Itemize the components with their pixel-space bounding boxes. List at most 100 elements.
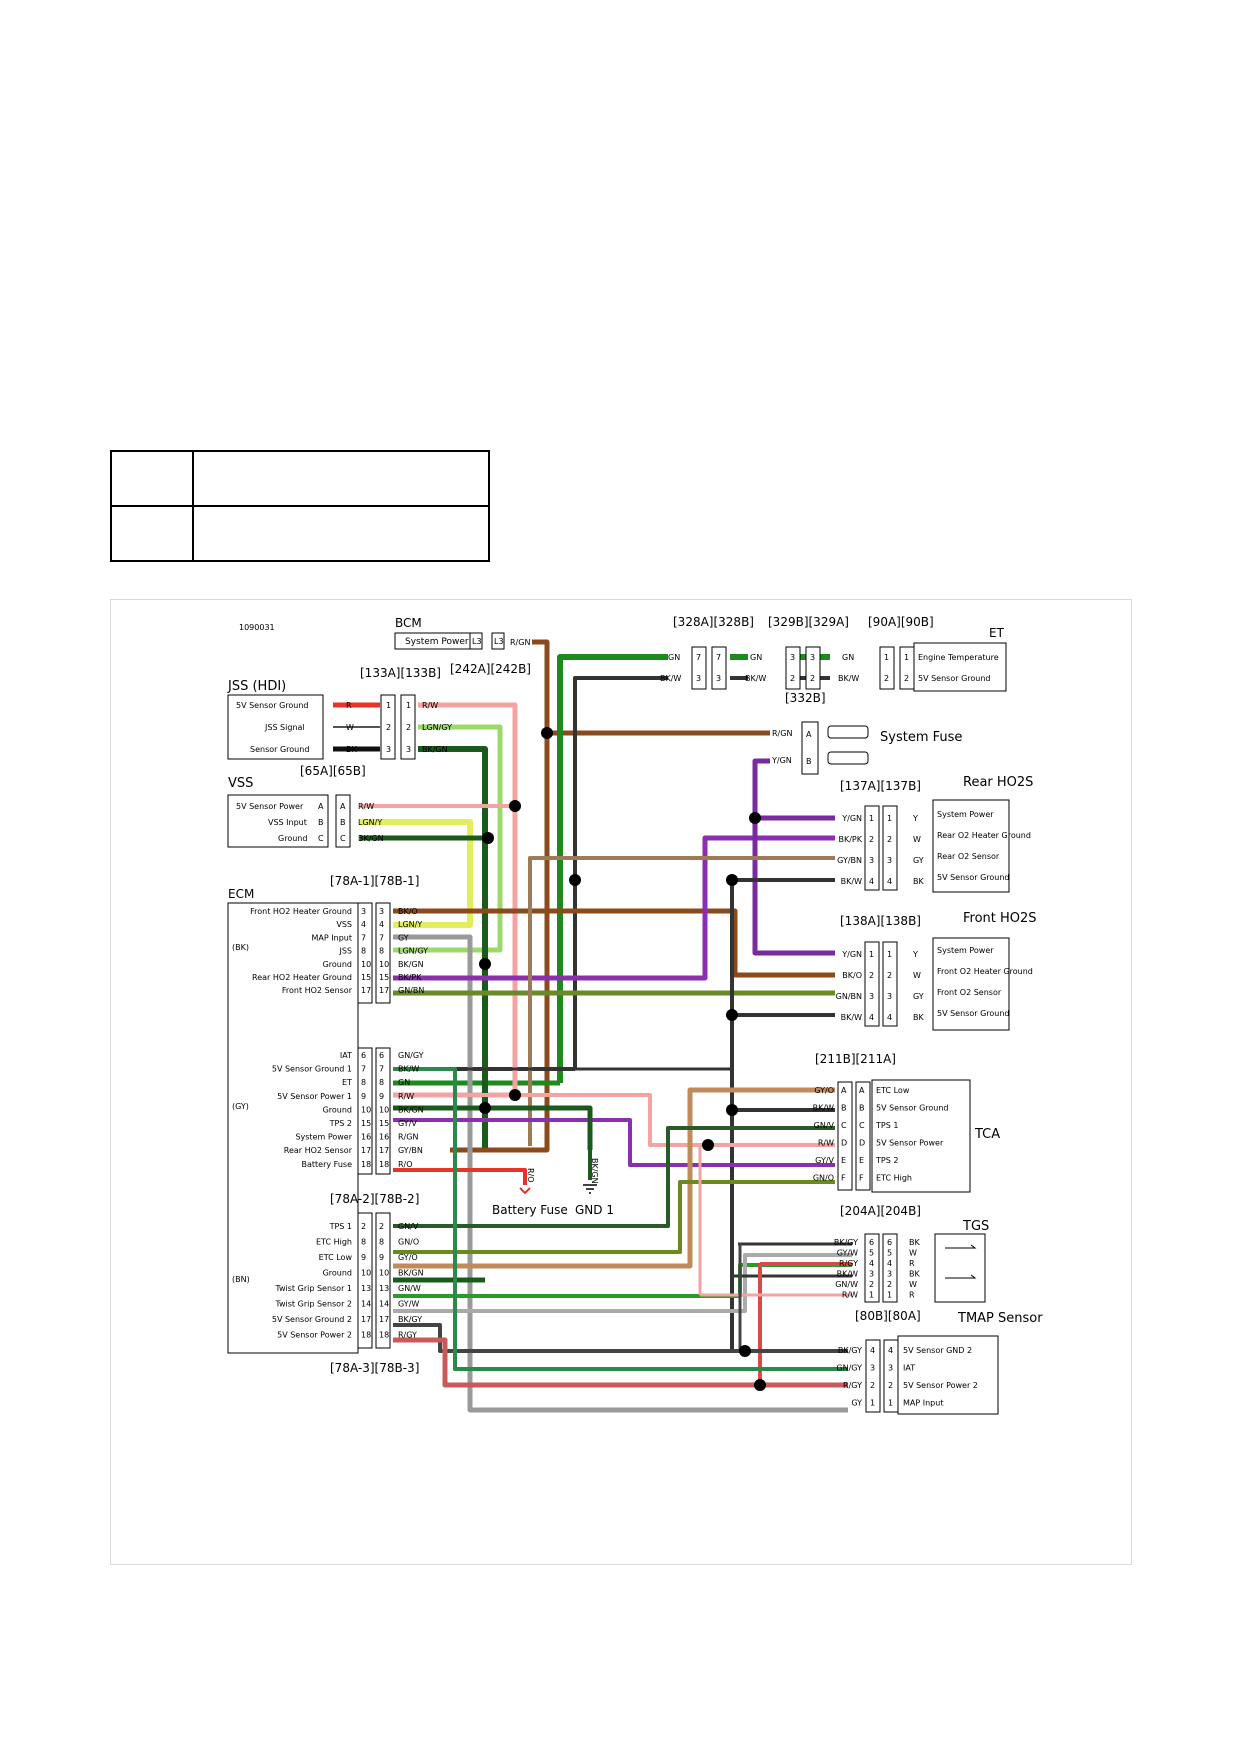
jss-wire: W	[346, 723, 354, 732]
tca-title: TCA	[974, 1127, 1000, 1142]
jss-pin-label: 5V Sensor Ground	[236, 701, 309, 710]
et-pin-label: Engine Temperature	[918, 653, 999, 662]
pin-block	[882, 1233, 898, 1303]
pin-number: 3	[887, 992, 892, 1001]
pin-3: 3	[810, 653, 815, 662]
ho2s-out-wire: W	[913, 835, 921, 844]
pin-number: 1	[887, 814, 892, 823]
splice-dot	[726, 1009, 738, 1021]
vss-pin-label: VSS Input	[268, 818, 307, 827]
ecm-pin-label: 5V Sensor Ground 2	[272, 1315, 352, 1324]
pin-number: 3	[869, 992, 874, 1001]
pin-block	[805, 646, 821, 690]
ground-icon	[583, 1184, 597, 1194]
tgs-out-wire: R	[909, 1259, 915, 1268]
pin-block	[375, 1047, 391, 1175]
ecm-pin-number: 9	[361, 1253, 366, 1262]
ecm-pin-number: 8	[361, 947, 366, 956]
legend-cell	[192, 450, 490, 507]
ecm-pin-number: 10	[379, 1105, 389, 1114]
ho2s-wire-label: GN/BN	[836, 992, 862, 1001]
tca-pin-label: ETC Low	[876, 1086, 910, 1095]
pin-number: 3	[869, 1270, 874, 1279]
ecm-pin-number: 17	[361, 1315, 371, 1324]
ecm-pin-number: 8	[361, 1078, 366, 1087]
pin-block	[357, 1047, 373, 1175]
tca-connector: [211B][211A]	[815, 1052, 896, 1066]
ecm-wire-label: BK/GY	[398, 1315, 422, 1324]
pin-number: 6	[869, 1238, 874, 1247]
tgs-wire-label: BK/GY	[834, 1238, 858, 1247]
pin-3: 3	[716, 674, 721, 683]
pin-number: 2	[887, 1280, 892, 1289]
ecm-pin-number: 14	[361, 1300, 371, 1309]
pin-block	[375, 1212, 391, 1349]
wire-gy	[393, 934, 848, 1413]
ecm-wire-label: GY/BN	[398, 1146, 423, 1155]
ecm-wire-label: LGN/Y	[398, 920, 422, 929]
jss-pin-label: JSS Signal	[264, 723, 305, 732]
ho2s-out-wire: Y	[912, 814, 918, 823]
ho2s-wire-label: BK/W	[841, 1013, 862, 1022]
ecm-pin-number: 10	[361, 1269, 371, 1278]
fuse-icon	[827, 751, 869, 765]
tgs-wire-label: BK/W	[837, 1270, 858, 1279]
pin-number: C	[841, 1121, 847, 1130]
wire-label-bkw: BK/W	[838, 674, 859, 683]
ecm-pin-number: 18	[361, 1160, 371, 1169]
tmap-pin-label: 5V Sensor Power 2	[903, 1381, 978, 1390]
splice-dot	[569, 874, 581, 886]
vss-pin-label: Ground	[278, 834, 307, 843]
wire-r-w	[393, 702, 518, 1098]
gnd1-wire: BK/GN	[590, 1158, 599, 1184]
ecm-wire-label: BK/GN	[398, 960, 424, 969]
pin-number: 4	[888, 1346, 893, 1355]
ecm-title: ECM	[228, 887, 254, 901]
pin-number: 2	[887, 971, 892, 980]
ecm-wire-label: GY/O	[398, 1253, 418, 1262]
pin-number: 2	[869, 1280, 874, 1289]
pin-number: 4	[869, 1259, 874, 1268]
vss-wire: R/W	[358, 802, 374, 811]
et-pin-label: 5V Sensor Ground	[918, 674, 991, 683]
ho2s-wire-label: BK/O	[842, 971, 862, 980]
tgs-out-wire: W	[909, 1249, 917, 1258]
ecm-pin-number: 8	[361, 1238, 366, 1247]
tca-wire-label: GN/O	[813, 1174, 834, 1183]
pin-number: 1	[869, 1291, 874, 1300]
pin-block	[865, 1339, 881, 1413]
system-fuse: [332B] A B R/GN Y/GN System Fuse	[771, 691, 962, 775]
ecm-pin-number: 13	[361, 1284, 371, 1293]
tgs-wire-label: GY/W	[837, 1249, 858, 1258]
ecm-pin-label: ETC High	[316, 1238, 352, 1247]
pin-a: A	[318, 802, 324, 811]
et-box	[913, 642, 1007, 692]
pin-a: A	[340, 802, 346, 811]
jss-out-wire: BK/GN	[422, 745, 448, 754]
pin-number: 1	[887, 950, 892, 959]
bcm-pin-label: System Power	[405, 637, 469, 647]
connector-328: [328A][328B]	[673, 615, 754, 629]
tmap-module: [80B][80A] TMAP Sensor	[855, 1309, 1043, 1415]
wire-bk-gn-gnd	[393, 1105, 593, 1150]
tca-wire-label: GN/V	[814, 1121, 835, 1130]
ecm-pin-number: 9	[361, 1092, 366, 1101]
ho2s-pin-label: Rear O2 Heater Ground	[937, 831, 1031, 840]
ecm-pin-number: 15	[379, 1119, 389, 1128]
splice-dots	[479, 727, 766, 1391]
pin-number: 2	[887, 835, 892, 844]
tgs-connector: [204A][204B]	[840, 1204, 921, 1218]
pin-number: F	[859, 1174, 864, 1183]
ecm-pin-number: 7	[379, 1065, 384, 1074]
diagram-id: 1090031	[239, 623, 275, 632]
tgs-box	[934, 1233, 986, 1303]
ecm-wire-label: R/GN	[398, 1133, 418, 1142]
pin-number: 1	[869, 814, 874, 823]
ecm-pin-number: 9	[379, 1092, 384, 1101]
ho2s-pin-label: Rear O2 Sensor	[937, 852, 1000, 861]
pin-2: 2	[884, 674, 889, 683]
legend-table	[110, 450, 490, 562]
ho2s-pin-label: System Power	[937, 946, 994, 955]
pin-block	[711, 646, 727, 690]
